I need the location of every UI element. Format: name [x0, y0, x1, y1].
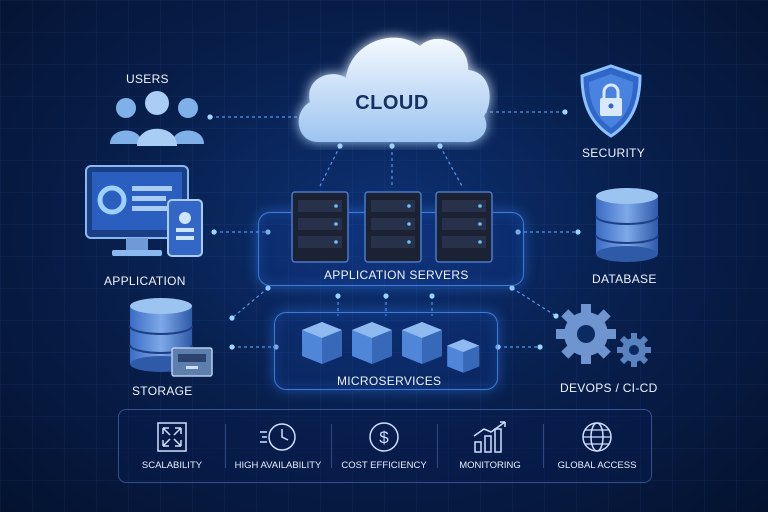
users-icon	[110, 91, 204, 146]
globe-icon	[582, 422, 612, 452]
cloud-label: CLOUD	[355, 92, 429, 114]
feature-label: HIGH AVAILABILITY	[234, 460, 322, 471]
devops-label: DEVOPS / CI-CD	[560, 381, 658, 395]
application-monitor-icon	[85, 165, 203, 257]
application-label: APPLICATION	[104, 274, 186, 288]
server-rack-icons	[291, 191, 493, 263]
microservice-cubes-icon	[302, 322, 480, 373]
feature-scalability: SCALABILITY	[119, 410, 225, 482]
clock-speed-icon	[260, 423, 296, 451]
feature-label: COST EFFICIENCY	[341, 460, 427, 471]
divider	[225, 424, 226, 468]
storage-label: STORAGE	[132, 384, 193, 398]
feature-global-access: GLOBAL ACCESS	[543, 410, 651, 482]
microservices-label: MICROSERVICES	[337, 374, 442, 388]
svg-text:$: $	[379, 428, 389, 447]
dollar-icon: $	[369, 422, 399, 452]
feature-label: MONITORING	[459, 460, 521, 471]
feature-high-availability: HIGH AVAILABILITY	[225, 410, 331, 482]
bar-chart-icon	[473, 421, 506, 453]
security-label: SECURITY	[582, 146, 646, 160]
expand-arrows-icon	[157, 422, 187, 452]
database-label: DATABASE	[592, 272, 657, 286]
divider	[331, 424, 332, 468]
features-bar: SCALABILITY HIGH AVAILABILITY $ COST EFF…	[118, 409, 652, 483]
divider	[437, 424, 438, 468]
feature-label: GLOBAL ACCESS	[557, 460, 637, 471]
feature-cost-efficiency: $ COST EFFICIENCY	[331, 410, 437, 482]
feature-label: SCALABILITY	[141, 460, 203, 471]
storage-icon	[129, 298, 213, 377]
gears-icon	[556, 304, 651, 367]
users-label: USERS	[126, 72, 169, 86]
database-icon	[595, 188, 659, 262]
cloud-icon	[298, 37, 490, 143]
divider	[543, 424, 544, 468]
feature-monitoring: MONITORING	[437, 410, 543, 482]
shield-icon	[580, 64, 642, 138]
app-servers-label: APPLICATION SERVERS	[324, 268, 469, 282]
